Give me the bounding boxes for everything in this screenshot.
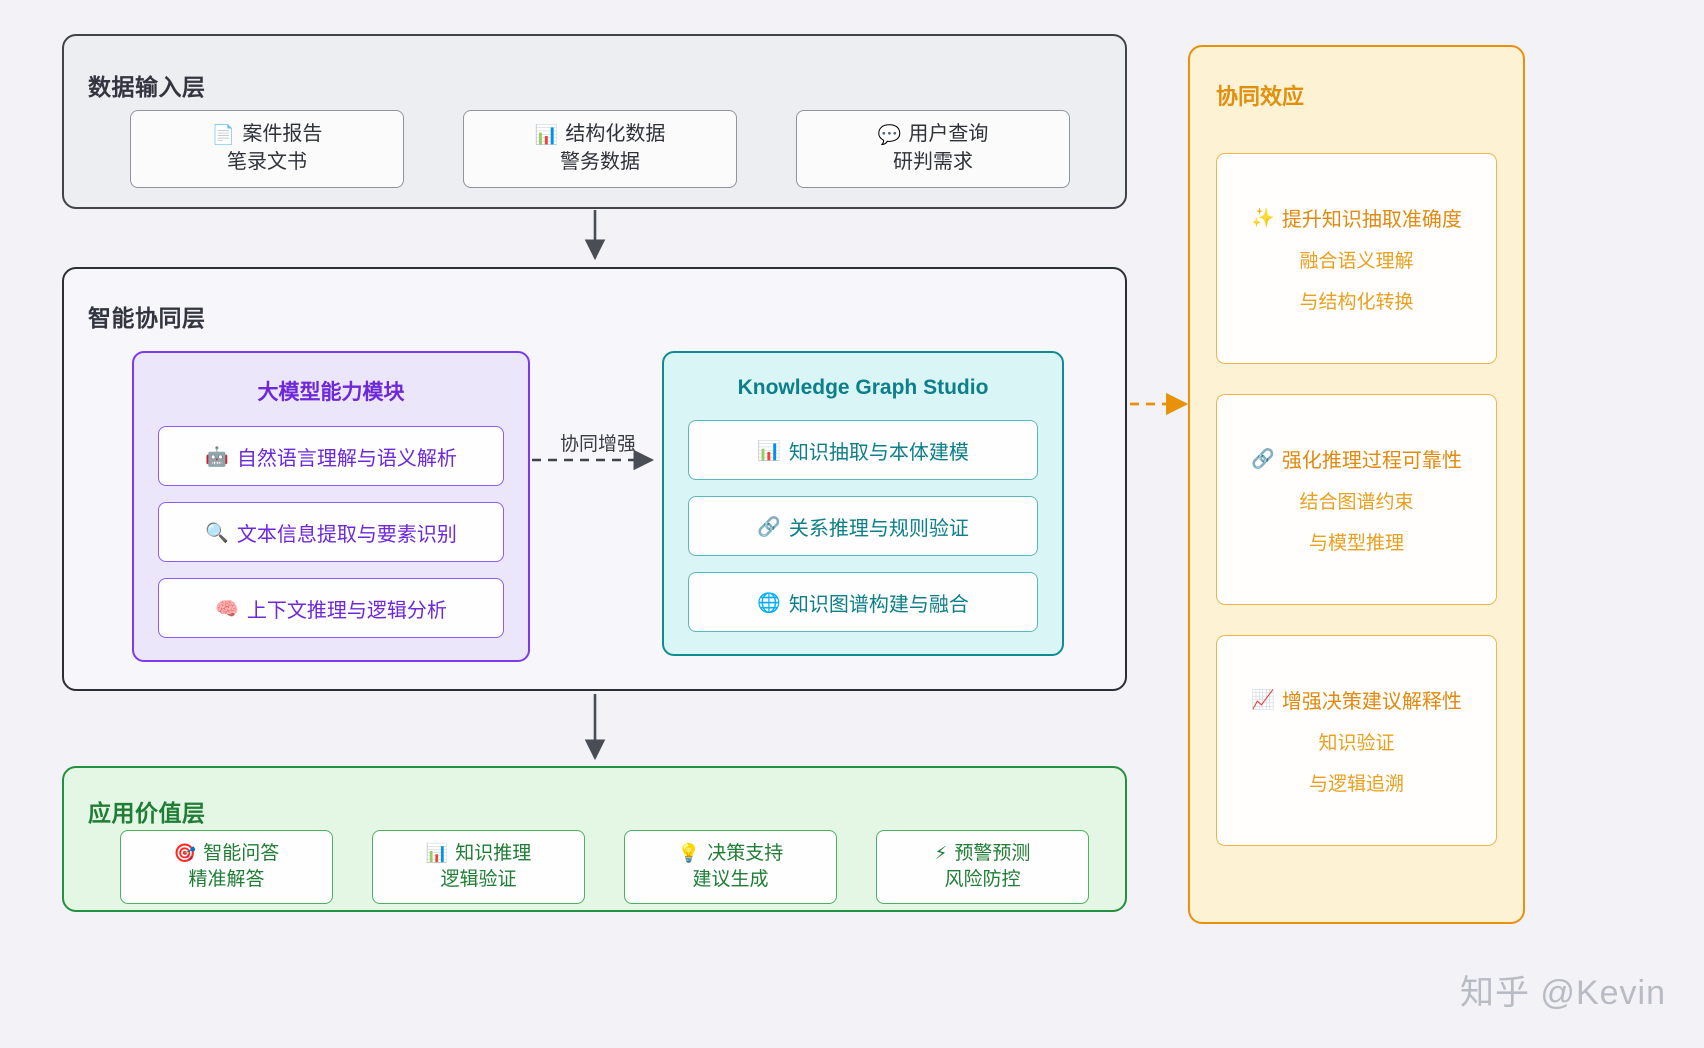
target-icon: 🎯 bbox=[173, 843, 197, 865]
link-icon: 🔗 bbox=[1251, 448, 1275, 470]
layer-application-title: 应用价值层 bbox=[88, 800, 206, 826]
application-card-qa[interactable]: 🎯 智能问答 精准解答 bbox=[120, 830, 333, 904]
module-knowledge-graph-studio: Knowledge Graph Studio 📊 知识抽取与本体建模 🔗 关系推… bbox=[662, 351, 1064, 656]
card-line-1-label: 案件报告 bbox=[242, 123, 323, 146]
card-line-1-label: 用户查询 bbox=[908, 123, 989, 146]
synergy-card-header: ✨ 提升知识抽取准确度 bbox=[1251, 203, 1462, 232]
card-line-2: 精准解答 bbox=[188, 868, 265, 890]
brain-icon: 🧠 bbox=[215, 597, 239, 620]
synergy-card-line-2: 结合图谱约束 bbox=[1299, 492, 1414, 513]
application-card-early-warning[interactable]: ⚡ 预警预测 风险防控 bbox=[876, 830, 1089, 904]
globe-icon: 🌐 bbox=[757, 591, 781, 614]
module-kgs-item-list: 📊 知识抽取与本体建模 🔗 关系推理与规则验证 🌐 知识图谱构建与融合 bbox=[664, 420, 1062, 654]
synergy-card-header: 📈 增强决策建议解释性 bbox=[1251, 685, 1462, 714]
module-item-label: 文本信息提取与要素识别 bbox=[236, 523, 457, 546]
synergy-card-extraction-accuracy[interactable]: ✨ 提升知识抽取准确度 融合语义理解 与结构化转换 bbox=[1216, 153, 1497, 364]
document-icon: 📄 bbox=[211, 124, 236, 147]
synergy-card-header-label: 强化推理过程可靠性 bbox=[1281, 450, 1462, 472]
synergy-card-line-3: 与结构化转换 bbox=[1299, 292, 1414, 313]
lightning-icon: ⚡ bbox=[934, 843, 948, 865]
module-item-knowledge-extraction[interactable]: 📊 知识抽取与本体建模 bbox=[688, 420, 1038, 480]
card-line-2: 笔录文书 bbox=[227, 151, 307, 173]
module-llm-capability: 大模型能力模块 🤖 自然语言理解与语义解析 🔍 文本信息提取与要素识别 🧠 上下… bbox=[132, 351, 530, 662]
module-item-context-reasoning[interactable]: 🧠 上下文推理与逻辑分析 bbox=[158, 578, 504, 638]
module-kgs-title: Knowledge Graph Studio bbox=[737, 376, 989, 399]
module-item-relation-reasoning[interactable]: 🔗 关系推理与规则验证 bbox=[688, 496, 1038, 556]
magnifier-icon: 🔍 bbox=[205, 521, 229, 544]
module-llm-item-list: 🤖 自然语言理解与语义解析 🔍 文本信息提取与要素识别 🧠 上下文推理与逻辑分析 bbox=[134, 426, 528, 660]
synergy-card-list: ✨ 提升知识抽取准确度 融合语义理解 与结构化转换 🔗 强化推理过程可靠性 结合… bbox=[1216, 153, 1497, 846]
application-card-decision[interactable]: 💡 决策支持 建议生成 bbox=[624, 830, 837, 904]
card-line-2: 风险防控 bbox=[944, 868, 1021, 890]
card-line-2: 逻辑验证 bbox=[440, 868, 517, 890]
card-line-1: ⚡ 预警预测 bbox=[935, 842, 1031, 867]
card-line-1-label: 智能问答 bbox=[203, 842, 280, 864]
module-item-nlu[interactable]: 🤖 自然语言理解与语义解析 bbox=[158, 426, 504, 486]
card-line-1-label: 决策支持 bbox=[707, 842, 784, 864]
synergy-card-reasoning-reliability[interactable]: 🔗 强化推理过程可靠性 结合图谱约束 与模型推理 bbox=[1216, 394, 1497, 605]
module-item-label: 关系推理与规则验证 bbox=[788, 517, 969, 540]
application-card-list: 🎯 智能问答 精准解答 📊 知识推理 逻辑验证 💡 决策支持 bbox=[120, 830, 1089, 904]
synergy-card-line-3: 与逻辑追溯 bbox=[1308, 774, 1404, 795]
module-item-text-extraction[interactable]: 🔍 文本信息提取与要素识别 bbox=[158, 502, 504, 562]
card-line-2: 研判需求 bbox=[893, 151, 973, 173]
synergy-card-line-3: 与模型推理 bbox=[1308, 533, 1404, 554]
synergy-card-line-2: 融合语义理解 bbox=[1299, 251, 1414, 272]
layer-application-value: 应用价值层 🎯 智能问答 精准解答 📊 知识推理 逻辑验证 bbox=[62, 766, 1127, 912]
card-line-2: 建议生成 bbox=[692, 868, 769, 890]
data-input-card-list: 📄 案件报告 笔录文书 📊 结构化数据 警务数据 💬 用户查询 bbox=[130, 110, 1070, 188]
layer-intelligent-collaboration: 智能协同层 大模型能力模块 🤖 自然语言理解与语义解析 🔍 文本信息提取与要素识… bbox=[62, 267, 1127, 691]
synergy-card-header-label: 增强决策建议解释性 bbox=[1281, 691, 1462, 713]
synergy-panel-title: 协同效应 bbox=[1216, 84, 1305, 109]
bar-chart-icon: 📊 bbox=[757, 439, 781, 462]
bar-chart-icon: 📊 bbox=[534, 124, 559, 147]
module-llm-title: 大模型能力模块 bbox=[257, 381, 405, 404]
card-line-1: 📄 案件报告 bbox=[212, 122, 323, 148]
data-input-card[interactable]: 💬 用户查询 研判需求 bbox=[796, 110, 1070, 188]
synergy-card-header: 🔗 强化推理过程可靠性 bbox=[1251, 444, 1462, 473]
robot-icon: 🤖 bbox=[205, 445, 229, 468]
card-line-1: 📊 知识推理 bbox=[426, 842, 531, 867]
card-line-1: 💬 用户查询 bbox=[878, 122, 989, 148]
module-item-label: 知识抽取与本体建模 bbox=[788, 441, 969, 464]
left-column: 数据输入层 📄 案件报告 笔录文书 📊 结构化数据 警务数据 bbox=[62, 34, 1127, 912]
layer-data-input-title: 数据输入层 bbox=[88, 74, 206, 100]
data-input-card[interactable]: 📄 案件报告 笔录文书 bbox=[130, 110, 404, 188]
synergy-card-decision-explainability[interactable]: 📈 增强决策建议解释性 知识验证 与逻辑追溯 bbox=[1216, 635, 1497, 846]
module-item-graph-construction[interactable]: 🌐 知识图谱构建与融合 bbox=[688, 572, 1038, 632]
collaboration-arrow-label: 协同增强 bbox=[559, 434, 636, 455]
card-line-1: 📊 结构化数据 bbox=[535, 122, 666, 148]
watermark: 知乎 @Kevin bbox=[1459, 974, 1666, 1012]
card-line-2: 警务数据 bbox=[560, 151, 640, 173]
card-line-1-label: 预警预测 bbox=[954, 842, 1031, 864]
layer-data-input: 数据输入层 📄 案件报告 笔录文书 📊 结构化数据 警务数据 bbox=[62, 34, 1127, 209]
data-input-card[interactable]: 📊 结构化数据 警务数据 bbox=[463, 110, 737, 188]
synergy-card-header-label: 提升知识抽取准确度 bbox=[1281, 209, 1462, 231]
module-item-label: 上下文推理与逻辑分析 bbox=[246, 599, 447, 622]
bar-chart-icon: 📊 bbox=[425, 843, 449, 865]
module-item-label: 知识图谱构建与融合 bbox=[788, 593, 969, 616]
panel-synergy-effect: 协同效应 ✨ 提升知识抽取准确度 融合语义理解 与结构化转换 🔗 强化推理过程可… bbox=[1188, 45, 1525, 924]
trend-up-icon: 📈 bbox=[1251, 689, 1275, 711]
module-item-label: 自然语言理解与语义解析 bbox=[236, 447, 457, 470]
card-line-1-label: 结构化数据 bbox=[565, 123, 666, 146]
link-icon: 🔗 bbox=[757, 515, 781, 538]
synergy-card-line-2: 知识验证 bbox=[1318, 733, 1395, 754]
card-line-1: 🎯 智能问答 bbox=[174, 842, 279, 867]
application-card-reasoning[interactable]: 📊 知识推理 逻辑验证 bbox=[372, 830, 585, 904]
card-line-1-label: 知识推理 bbox=[455, 842, 532, 864]
speech-bubble-icon: 💬 bbox=[877, 124, 902, 147]
sparkles-icon: ✨ bbox=[1251, 207, 1275, 229]
card-line-1: 💡 决策支持 bbox=[678, 842, 783, 867]
layer-collaboration-title: 智能协同层 bbox=[88, 305, 206, 331]
lightbulb-icon: 💡 bbox=[677, 843, 701, 865]
